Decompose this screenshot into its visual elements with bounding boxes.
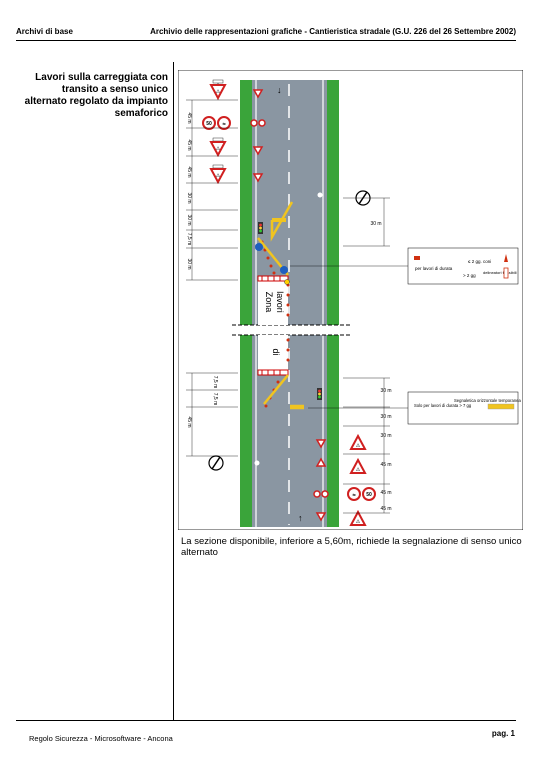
svg-text:⚠: ⚠ [356, 467, 361, 473]
sign-group-1: ⚠ [209, 79, 227, 101]
lamp-1 [317, 192, 323, 198]
work-zone-bottom [258, 335, 288, 370]
svg-text:⚠: ⚠ [216, 146, 221, 152]
svg-text:45 m: 45 m [380, 490, 391, 496]
keep-right-sign-2 [280, 266, 288, 274]
svg-text:30 m: 30 m [186, 258, 192, 269]
svg-text:⚠: ⚠ [356, 443, 361, 449]
page-header: Archivi di base Archivio delle rappresen… [0, 0, 543, 40]
barrier-bottom [257, 369, 289, 376]
footer-rule [16, 720, 516, 721]
svg-text:45 m: 45 m [380, 462, 391, 468]
lamp-2 [254, 460, 260, 466]
svg-text:30 m: 30 m [380, 433, 391, 439]
svg-text:⚠: ⚠ [216, 173, 221, 179]
header-right: Archivio delle rappresentazioni grafiche… [150, 27, 516, 36]
road-diagram: Zona lavori di ↓ ↑ [178, 70, 523, 530]
sign-group-3: ⚠ [209, 137, 227, 158]
section-break [230, 325, 350, 335]
legend-markings: Solo per lavori di durata > 7 gg Segnale… [308, 391, 521, 425]
svg-text:⚠: ⚠ [356, 519, 361, 525]
left-distance-labels: 45 m 45 m 45 m 30 m 30 m 7,5 m 30 m 7,5 … [186, 112, 218, 427]
header-left: Archivi di base [16, 27, 73, 36]
svg-text:30 m: 30 m [186, 214, 192, 225]
left-verge [240, 80, 252, 527]
roadside-signs-top [250, 89, 266, 183]
svg-text:50: 50 [206, 121, 212, 127]
svg-text:7,5 m: 7,5 m [186, 233, 192, 246]
traffic-light-bottom [317, 388, 322, 400]
page-title: Lavori sulla carreggiata con transito a … [24, 72, 168, 119]
sign-group-7: ⇆ 50 [347, 487, 376, 501]
svg-text:30 m: 30 m [186, 192, 192, 203]
barrier-top [257, 275, 289, 282]
right-verge [327, 80, 339, 527]
svg-text:45 m: 45 m [186, 416, 192, 427]
sign-group-2: 50 ⇆ [202, 116, 231, 130]
di-label: di [271, 348, 281, 355]
page-number: pag. 1 [491, 729, 515, 738]
svg-text:30 m: 30 m [380, 388, 391, 394]
right-dimension-lines [343, 197, 390, 514]
stop-line-bottom [290, 405, 304, 409]
lamp-3 [284, 279, 290, 285]
svg-text:7,5 m: 7,5 m [212, 393, 218, 406]
sign-group-5: ⚠ [349, 433, 367, 450]
svg-text:per lavori di durata: per lavori di durata [415, 266, 453, 271]
column-divider [173, 62, 174, 720]
sign-group-6: ⚠ [349, 457, 367, 474]
diagram-frame [178, 70, 523, 530]
arrow-top: ↓ [277, 85, 282, 95]
sign-group-4: ⚠ [209, 164, 227, 185]
svg-text:> 2 gg: > 2 gg [463, 273, 476, 278]
svg-text:delineatori flessibili: delineatori flessibili [483, 270, 517, 275]
svg-text:⇆: ⇆ [352, 492, 356, 497]
stop-line-top [272, 218, 286, 222]
zone-label-bottom: lavori [275, 291, 285, 313]
svg-text:45 m: 45 m [380, 506, 391, 512]
svg-text:Segnaletica orizzontale tempor: Segnaletica orizzontale temporanea [454, 398, 521, 403]
end-restriction-sign-bottom [208, 455, 224, 471]
svg-text:45 m: 45 m [186, 139, 192, 150]
svg-text:7,5 m: 7,5 m [212, 376, 218, 389]
svg-text:≤ 2 gg. coni: ≤ 2 gg. coni [468, 259, 491, 264]
svg-text:Solo per lavori di durata > 7: Solo per lavori di durata > 7 gg [414, 403, 472, 408]
arrow-bottom: ↑ [298, 513, 303, 523]
svg-text:45 m: 45 m [186, 166, 192, 177]
svg-text:50: 50 [366, 492, 372, 498]
svg-text:30 m: 30 m [380, 414, 391, 420]
legend-devices: per lavori di durata ≤ 2 gg. coni > 2 gg… [290, 247, 519, 285]
traffic-light-top [258, 222, 263, 234]
work-zone-top [258, 280, 288, 325]
sign-group-8: ⚠ [349, 509, 367, 526]
keep-right-sign-1 [255, 243, 263, 251]
svg-text:⇆: ⇆ [222, 121, 226, 126]
svg-text:⚠: ⚠ [216, 89, 221, 95]
right-distance-labels: 30 m 30 m 30 m 30 m 45 m 45 m 45 m [370, 221, 391, 512]
svg-text:45 m: 45 m [186, 112, 192, 123]
left-dimension-lines [186, 99, 238, 457]
zone-label-top: Zona [264, 292, 274, 313]
header-rule [16, 40, 516, 41]
roadside-signs-bottom [313, 439, 329, 522]
footer-left: Regolo Sicurezza - Microsoftware - Ancon… [29, 734, 173, 743]
svg-text:30 m: 30 m [370, 221, 381, 227]
description-text: La sezione disponibile, inferiore a 5,60… [181, 536, 522, 558]
